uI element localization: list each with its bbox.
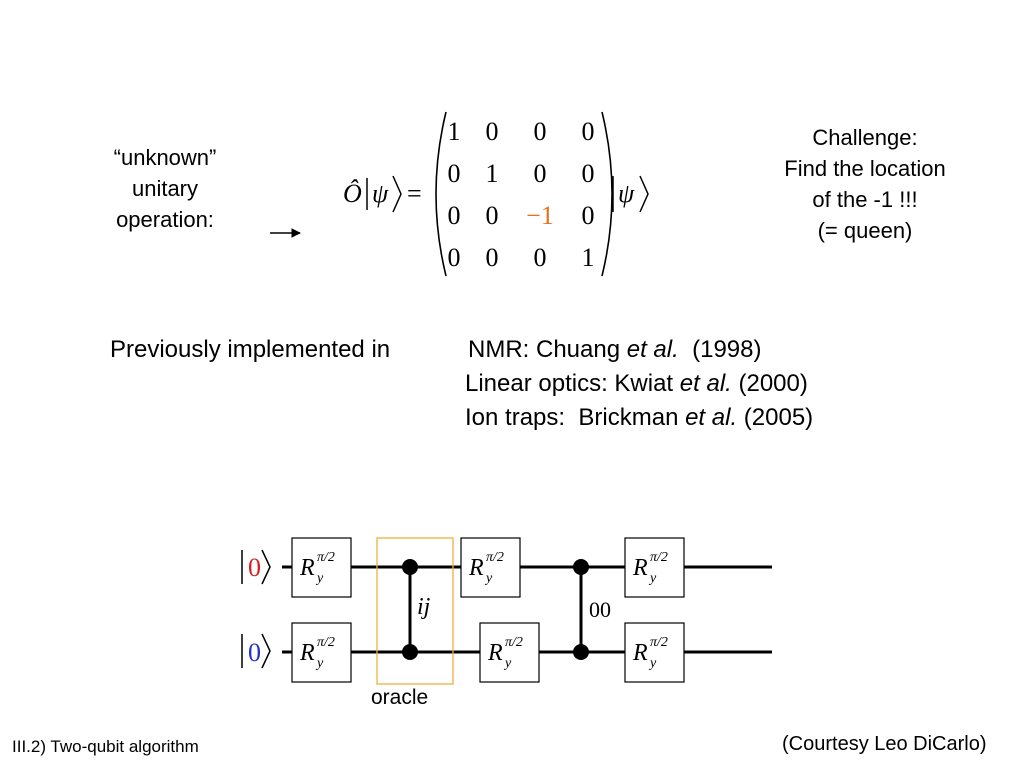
ry-gate-angle: π/2: [317, 550, 335, 565]
matrix-cell: 0: [582, 201, 595, 230]
lhs-ket-psi: ψ: [372, 179, 389, 208]
ry-gate-r: R: [468, 555, 484, 581]
footer-section-label: III.2) Two-qubit algorithm: [12, 737, 199, 756]
matrix-cell: 0: [534, 243, 547, 272]
ry-gate-axis: y: [648, 656, 657, 671]
matrix-cell: 0: [534, 159, 547, 188]
oracle-ij-label: ij: [417, 594, 431, 620]
matrix-cell: 0: [582, 117, 595, 146]
ry-gate-angle: π/2: [317, 635, 335, 650]
operator-o-hat: Ô: [343, 179, 362, 208]
ry-gate-box: [479, 622, 540, 683]
ry-gate-angle: π/2: [505, 635, 523, 650]
unknown-line2: unitary: [131, 176, 199, 201]
matrix-cell: 0: [448, 243, 461, 272]
unknown-line3: operation:: [116, 207, 214, 232]
previous-item-iontraps-etal: et al.: [685, 404, 738, 431]
oracle-caption: oracle: [371, 686, 428, 709]
ry-gate-angle: π/2: [650, 635, 668, 650]
matrix-cell: 0: [582, 159, 595, 188]
previous-item-nmr-prefix: NMR: Chuang: [468, 336, 627, 363]
equation-lhs: Ô ψ =: [343, 175, 422, 213]
previous-item-optics-prefix: Linear optics: Kwiat: [465, 370, 680, 397]
matrix-left-paren: [435, 111, 447, 277]
ry-gate-r: R: [632, 640, 648, 666]
matrix-cell: 0: [534, 117, 547, 146]
rhs-ket-psi: ψ: [618, 179, 635, 208]
previous-intro: Previously implemented in: [110, 336, 391, 363]
ry-gate-r: R: [487, 640, 503, 666]
challenge-text: Challenge: Find the location of the -1 !…: [760, 122, 970, 246]
matrix-cell: 0: [486, 117, 499, 146]
ry-gate-angle: π/2: [650, 550, 668, 565]
previous-item-nmr: NMR: Chuang et al. (1998): [468, 333, 761, 367]
ry-gate-axis: y: [648, 571, 657, 586]
matrix-cell: −1: [526, 201, 554, 230]
previous-item-iontraps-suffix: (2005): [737, 404, 814, 431]
unknown-line1: “unknown”: [113, 145, 217, 170]
ry-gate-box: [624, 537, 685, 598]
ry-gate-r: R: [299, 555, 315, 581]
previous-item-nmr-etal: et al.: [626, 336, 679, 363]
ry-gate-axis: y: [484, 571, 493, 586]
challenge-line4: (= queen): [817, 218, 913, 243]
equals-sign: =: [407, 179, 422, 208]
qubit2-state: 0: [248, 638, 261, 667]
matrix-cell: 0: [448, 201, 461, 230]
cz00-label: 00: [589, 597, 611, 622]
q2-ket-bracket: [261, 633, 271, 669]
cz00-control-dot-top: [573, 559, 589, 575]
matrix-cell: 1: [486, 159, 499, 188]
matrix-cell: 1: [448, 117, 461, 146]
ry-gate-axis: y: [315, 656, 324, 671]
footer-courtesy: (Courtesy Leo DiCarlo): [782, 733, 987, 755]
ry-gate-box: [291, 537, 352, 598]
matrix-cell: 0: [486, 243, 499, 272]
oracle-box: [376, 537, 454, 685]
previous-item-optics-suffix: (2000): [731, 370, 808, 397]
rhs-ket-bracket: [639, 175, 649, 213]
previous-item-iontraps: Ion traps: Brickman et al. (2005): [465, 401, 813, 435]
ry-gate-angle: π/2: [486, 550, 504, 565]
previous-item-optics: Linear optics: Kwiat et al. (2000): [465, 367, 808, 401]
ry-gate-axis: y: [503, 656, 512, 671]
challenge-line2: Find the location: [784, 156, 946, 181]
challenge-line1: Challenge:: [812, 125, 918, 150]
ry-gate-r: R: [299, 640, 315, 666]
matrix-cell: 0: [486, 201, 499, 230]
matrix-right-paren: [601, 111, 613, 277]
matrix-cell: 0: [448, 159, 461, 188]
oracle-control-dot-bottom: [402, 644, 418, 660]
previous-item-optics-etal: et al.: [679, 370, 732, 397]
q1-ket-bracket: [261, 549, 271, 585]
equation-rhs: ψ: [612, 175, 649, 213]
previous-item-nmr-suffix: (1998): [678, 336, 762, 363]
unknown-operation-label: “unknown” unitary operation:: [95, 142, 235, 235]
lhs-ket-bracket: [392, 175, 402, 213]
ry-gate-axis: y: [315, 571, 324, 586]
qubit1-state: 0: [248, 553, 261, 582]
matrix-cell: 1: [582, 243, 595, 272]
oracle-control-dot-top: [402, 559, 418, 575]
ry-gate-box: [460, 537, 521, 598]
challenge-line3: of the -1 !!!: [812, 187, 918, 212]
circuit-inputs: 0 0: [241, 549, 271, 669]
previous-item-iontraps-prefix: Ion traps: Brickman: [465, 404, 686, 431]
ry-gate-box: [624, 622, 685, 683]
ry-gate-box: [291, 622, 352, 683]
cz00-control-dot-bottom: [573, 644, 589, 660]
ry-gate-r: R: [632, 555, 648, 581]
